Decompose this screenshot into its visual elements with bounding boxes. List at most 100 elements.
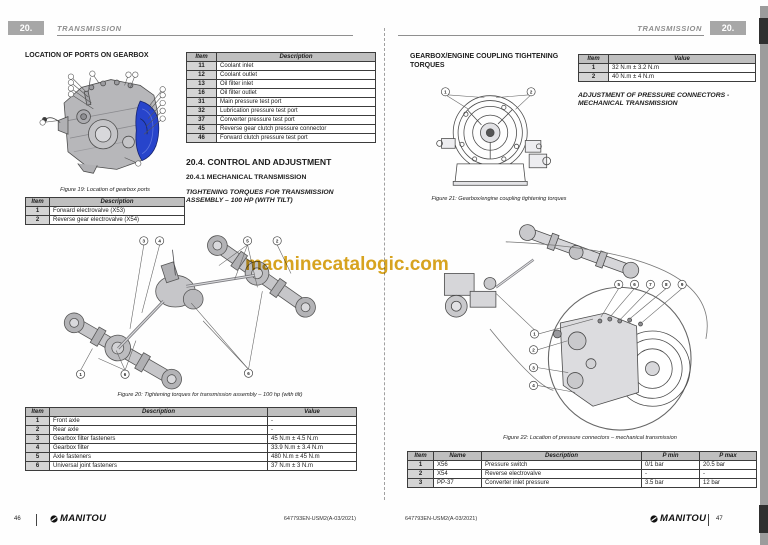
table-cell: 32 — [186, 106, 217, 116]
table-cell: 1 — [25, 206, 50, 216]
table-cell: 3 — [407, 478, 434, 488]
page-header-title-right: TRANSMISSION — [637, 24, 702, 33]
table-cell: X54 — [433, 469, 482, 479]
heading-tightening-torques: TIGHTENING TORQUES FOR TRANSMISSION ASSE… — [186, 189, 334, 205]
table-cell: 32 N.m ± 3.2 N.m — [608, 63, 756, 73]
footer-divider-left — [36, 514, 37, 526]
section-title-location-of-ports: LOCATION OF PORTS ON GEARBOX — [25, 52, 149, 59]
column-header: Item — [25, 197, 50, 207]
table-cell: Main pressure test port — [216, 97, 376, 107]
table-cell: Lubrication pressure test port — [216, 106, 376, 116]
table-cell: 31 — [186, 97, 217, 107]
table-cell: PP-37 — [433, 478, 482, 488]
table-cell: 45 N.m ± 4.5 N.m — [267, 434, 357, 444]
column-header: Name — [433, 451, 482, 461]
table-cell: 3 — [25, 434, 50, 444]
table-cell: Oil filter outlet — [216, 88, 376, 98]
site-watermark: machinecatalogic.com — [245, 254, 449, 275]
page-number-right: 47 — [716, 516, 723, 522]
table-cell: Gearbox filter — [49, 443, 268, 453]
chapter-thumb-tab-bottom — [759, 505, 768, 533]
table-cell: - — [267, 425, 357, 435]
table-cell: Reverse gear clutch pressure connector — [216, 124, 376, 134]
figure21-caption: Figure 21: Gearbox/engine coupling tight… — [431, 196, 567, 202]
table-cell: 45 — [186, 124, 217, 134]
manitou-logo-right: MANITOU — [650, 513, 706, 524]
figure22-pressure-connectors-illustration: 1 2 3 4 5 6 7 8 9 — [443, 224, 708, 431]
manitou-logo-icon — [50, 514, 58, 523]
column-header: Description — [49, 407, 268, 417]
doc-code-right: 647793EN-USM2(A-03/2021) — [405, 516, 478, 522]
manitou-logo-left: MANITOU — [50, 513, 106, 524]
table-cell: 20.5 bar — [699, 460, 757, 470]
table-cell: 11 — [186, 61, 217, 71]
table-cell: 2 — [407, 469, 434, 479]
doc-code-left: 647793EN-USM2(A-03/2021) — [283, 516, 356, 522]
table-cell: Reverse gear electrovalve (X54) — [49, 215, 185, 225]
fig22-callout: 9 — [681, 282, 684, 287]
heading-coupling-torques: GEARBOX/ENGINE COUPLING TIGHTENING TORQU… — [410, 53, 559, 69]
table-cell: Converter pressure test port — [216, 115, 376, 125]
chapter-number-box-left: 20. — [8, 21, 44, 35]
table-cell: 1 — [407, 460, 434, 470]
table-cell: 12 bar — [699, 478, 757, 488]
column-header: Item — [578, 54, 609, 64]
table-cell: Rear axle — [49, 425, 268, 435]
fig20-callout: 2 — [276, 239, 279, 244]
page-header-title-left: TRANSMISSION — [57, 24, 122, 33]
fig20-callout: 1 — [79, 372, 82, 377]
fig22-callout: 7 — [649, 282, 652, 287]
column-header: Value — [267, 407, 357, 417]
chapter-number-box-right: 20. — [710, 21, 746, 35]
table-cell: Forward clutch pressure test port — [216, 133, 376, 143]
fig20-callout: 5 — [246, 239, 249, 244]
table-cell: 2 — [25, 215, 50, 225]
header-rule-right — [398, 35, 704, 36]
heading-pressure-connectors-adjustment: ADJUSTMENT OF PRESSURE CONNECTORS - MECH… — [578, 92, 730, 108]
table-cell: - — [267, 416, 357, 426]
table-cell: 16 — [186, 88, 217, 98]
column-header: P min — [641, 451, 700, 461]
fig22-callout: 8 — [665, 282, 668, 287]
table-cell: 1 — [578, 63, 609, 73]
table-cell: 1 — [25, 416, 50, 426]
table-cell: 5 — [25, 452, 50, 462]
table-cell: Coolant inlet — [216, 61, 376, 71]
table-cell: 46 — [186, 133, 217, 143]
column-header: Item — [407, 451, 434, 461]
column-header: Description — [49, 197, 185, 207]
heading-control-and-adjustment: 20.4. CONTROL AND ADJUSTMENT — [186, 157, 332, 167]
table-cell: Front axle — [49, 416, 268, 426]
table-cell: 13 — [186, 79, 217, 89]
fig22-callout: 6 — [633, 282, 636, 287]
chapter-thumb-tab-top — [759, 18, 768, 44]
column-header: Description — [481, 451, 642, 461]
figure19-gearbox-illustration — [39, 70, 166, 174]
column-header: Item — [186, 52, 217, 62]
table-cell: Axle fasteners — [49, 452, 268, 462]
table-cell: Oil filter inlet — [216, 79, 376, 89]
footer-divider-right — [708, 514, 709, 526]
figure20-transmission-assembly-illustration: 3 4 5 2 1 6 6 — [63, 235, 316, 390]
table-cell: 37 — [186, 115, 217, 125]
fig22-callout: 1 — [533, 332, 536, 337]
table-cell: 37 N.m ± 3 N.m — [267, 461, 357, 471]
column-header: Item — [25, 407, 50, 417]
